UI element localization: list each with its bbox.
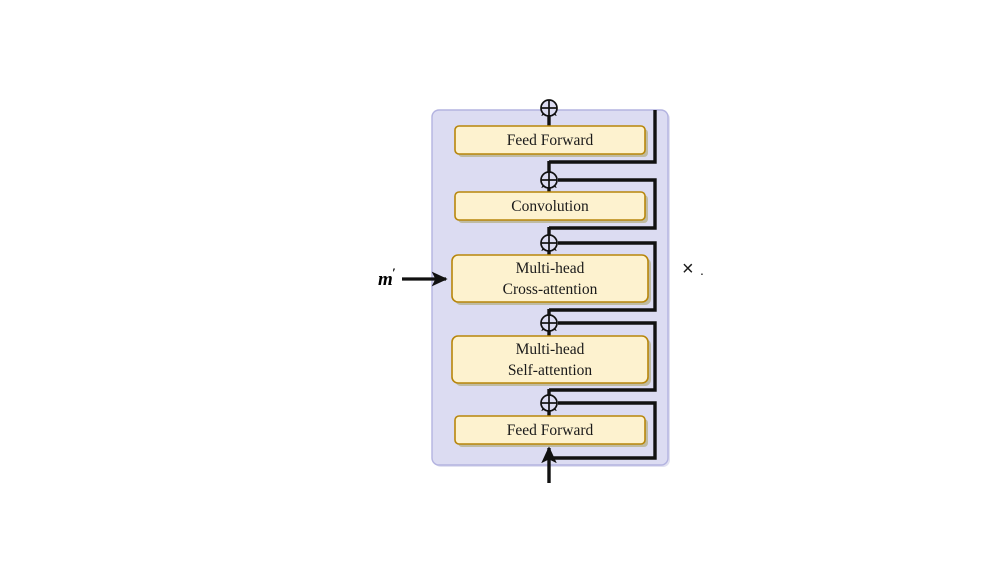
- block-label-feed-forward-bottom: Feed Forward: [507, 422, 594, 439]
- residual-connections: [549, 110, 657, 460]
- block-multi-head-cross-attention[interactable]: Multi-head Cross-attention: [451, 254, 651, 305]
- repeat-count-annotation: × .: [682, 258, 704, 280]
- block-multi-head-self-attention[interactable]: Multi-head Self-attention: [451, 335, 651, 386]
- block-label-self-attention-line2: Self-attention: [508, 362, 593, 379]
- add-nodes: [540, 99, 558, 412]
- block-label-self-attention-line1: Multi-head: [516, 341, 585, 358]
- repeat-times-icon: ×: [682, 258, 694, 280]
- residual-path-cross-attn: [549, 241, 657, 312]
- block-feed-forward-top[interactable]: Feed Forward: [454, 125, 648, 157]
- add-node-self-attention: [540, 314, 558, 332]
- block-convolution[interactable]: Convolution: [454, 191, 648, 223]
- repeat-suffix-label: .: [700, 262, 704, 278]
- memory-input-prime-icon: ′: [392, 265, 396, 280]
- block-label-cross-attention-line2: Cross-attention: [503, 281, 598, 298]
- block-label-convolution: Convolution: [511, 198, 589, 215]
- add-node-cross-attention: [540, 234, 558, 252]
- residual-path-self-attn: [549, 321, 657, 392]
- block-feed-forward-bottom[interactable]: Feed Forward: [454, 415, 648, 447]
- residual-path-ff-top: [549, 110, 657, 164]
- memory-input-annotation: m ′: [378, 265, 448, 290]
- residual-path-convolution: [549, 178, 657, 230]
- add-node-convolution: [540, 171, 558, 189]
- add-node-top-cropped: [540, 99, 558, 117]
- residual-path-ff-bottom: [549, 401, 657, 460]
- block-label-feed-forward-top: Feed Forward: [507, 132, 594, 149]
- block-label-cross-attention-line1: Multi-head: [516, 260, 585, 277]
- memory-input-label: m: [378, 269, 393, 290]
- add-node-feed-forward: [540, 394, 558, 412]
